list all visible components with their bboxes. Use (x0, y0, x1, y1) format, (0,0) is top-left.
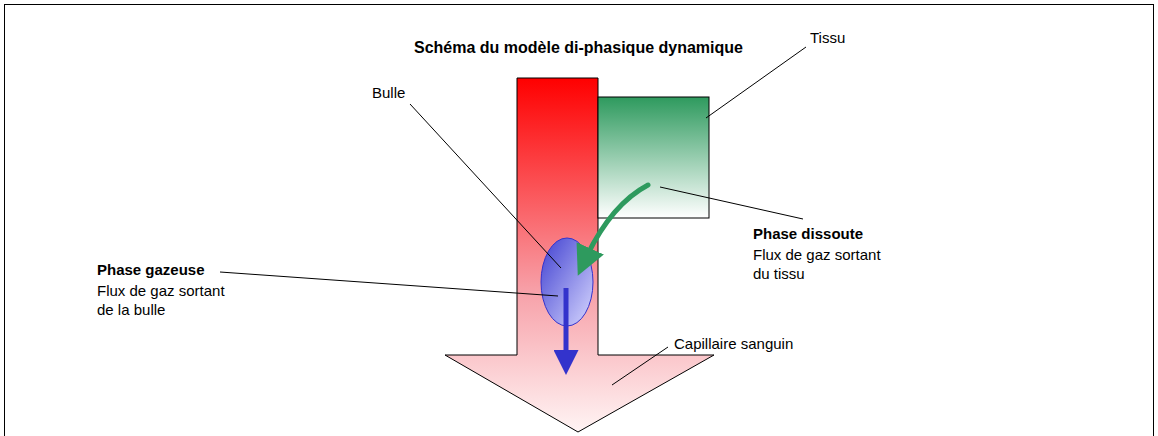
dissolved-flow-arrow (584, 185, 648, 262)
leader-lines (220, 47, 806, 385)
tissue-block (598, 97, 709, 218)
gas-flow-arrow (564, 288, 569, 360)
phase-heading: Phase dissoute (753, 224, 863, 243)
capillary-arrow (445, 78, 714, 432)
phase-description: Flux de gaz sortant de la bulle (97, 281, 237, 319)
phase-heading: Phase gazeuse (97, 260, 205, 279)
frame (5, 5, 1154, 436)
diagram-title: Schéma du modèle di-phasique dynamique (414, 38, 743, 57)
part-label: Bulle (372, 83, 405, 102)
part-label: Capillaire sanguin (674, 334, 793, 353)
part-label: Tissu (810, 28, 845, 47)
phase-description: Flux de gaz sortant du tissu (753, 245, 893, 283)
